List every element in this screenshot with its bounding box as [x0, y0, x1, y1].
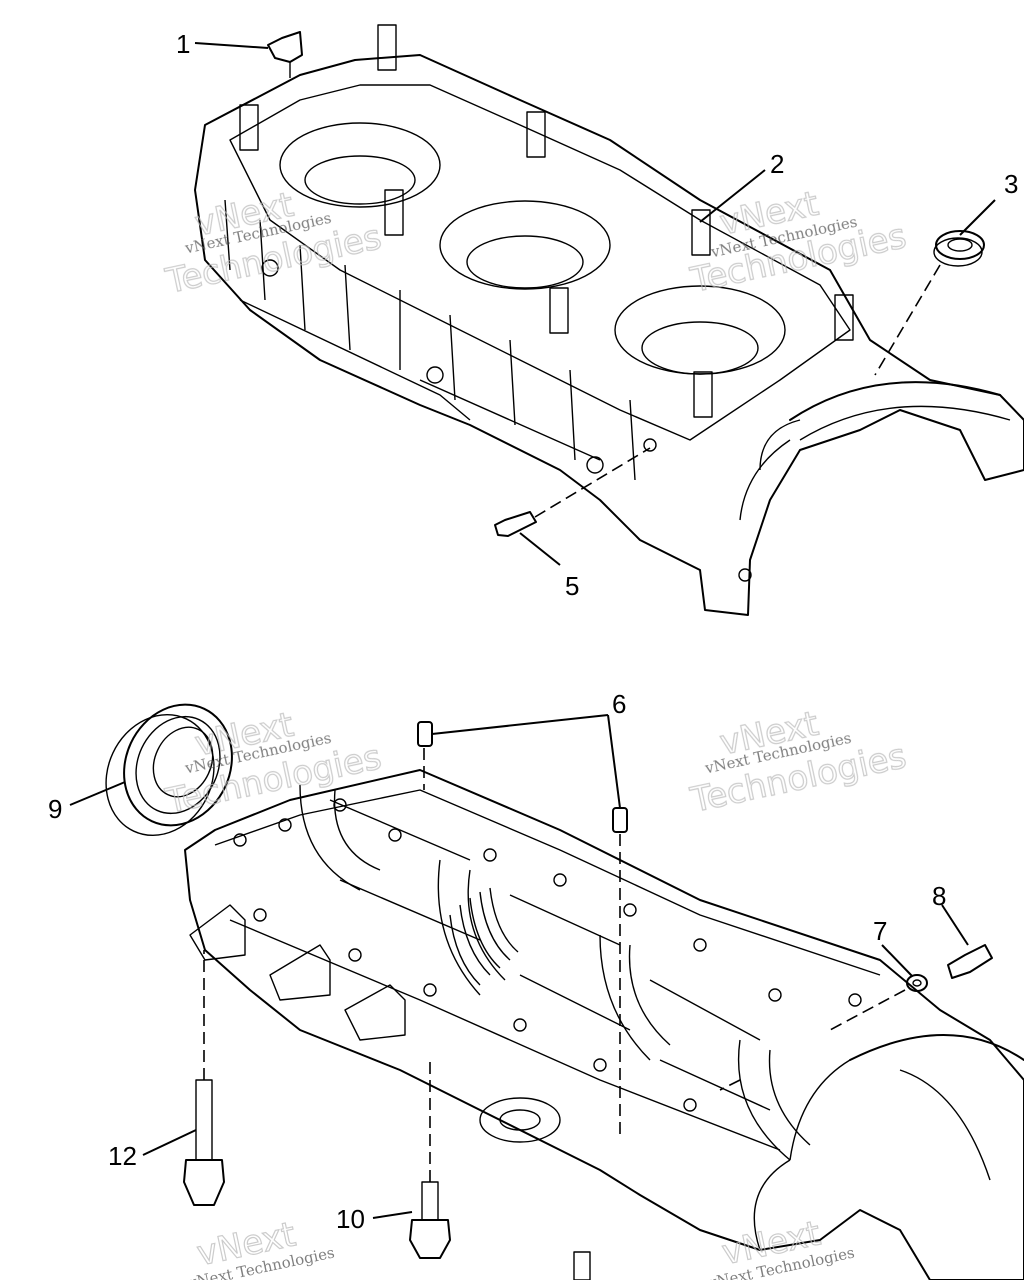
callout-labels: 1 2 3 5 6 7 8 9 10 12	[48, 29, 1018, 1234]
callout-6: 6	[612, 689, 626, 719]
flange-bolt-hole	[233, 798, 862, 1112]
callout-2: 2	[770, 149, 784, 179]
part-6-dowel-pin	[417, 721, 628, 833]
lower-crankcase	[184, 769, 1024, 1280]
callout-8: 8	[932, 881, 946, 911]
upper-crankcase	[194, 24, 1024, 616]
callout-1: 1	[176, 29, 190, 59]
part-8-bolt	[947, 944, 993, 979]
callout-3: 3	[1004, 169, 1018, 199]
callout-10: 10	[336, 1204, 365, 1234]
part-7-washer	[906, 974, 928, 992]
part-10-bolt	[409, 1181, 451, 1259]
part-1-fitting	[267, 31, 303, 78]
part-5-bolt	[494, 511, 537, 537]
callout-7: 7	[873, 916, 887, 946]
assembly-guide-lines	[203, 264, 941, 1182]
callout-9: 9	[48, 794, 62, 824]
callout-12: 12	[108, 1141, 137, 1171]
partial-bolt	[573, 1251, 591, 1280]
part-3-seal	[933, 230, 985, 267]
leader-lines	[69, 42, 996, 1219]
callout-5: 5	[565, 571, 579, 601]
part-9-oil-seal	[105, 703, 233, 837]
cylinder-stud	[239, 24, 854, 418]
needle-bearing	[449, 887, 519, 986]
part-12-bolt	[183, 1079, 225, 1206]
